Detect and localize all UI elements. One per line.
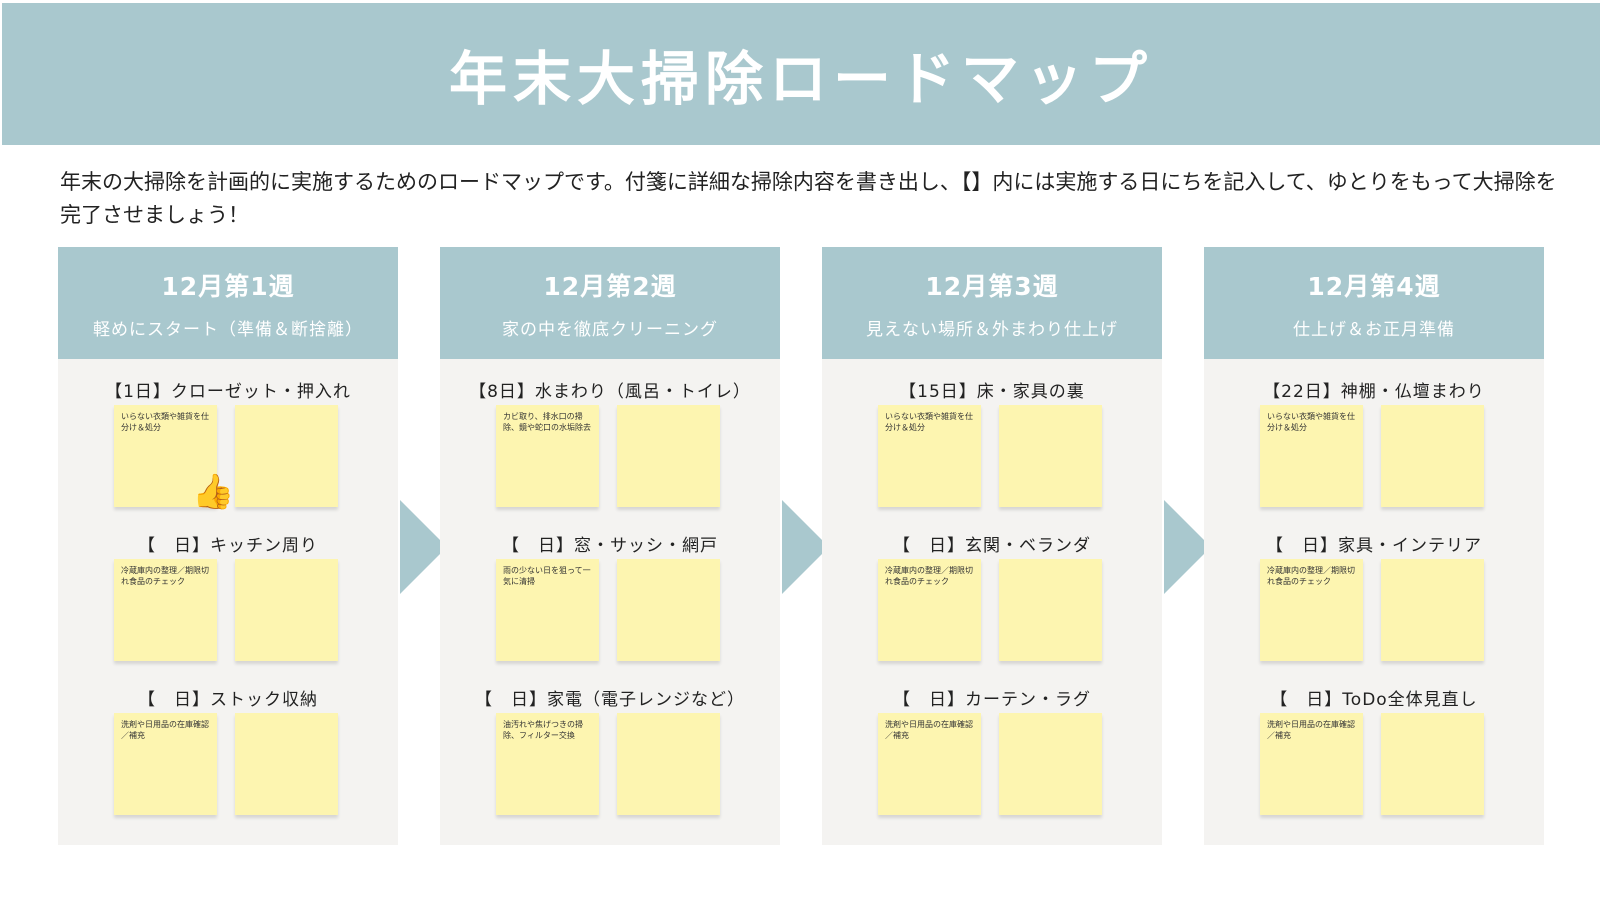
week-column-4: 12月第4週 仕上げ＆お正月準備 【22日】神棚・仏壇まわり いらない衣類や雑貨… — [1204, 247, 1544, 845]
week-label: 12月第1週 — [161, 272, 295, 301]
sticky-note-empty[interactable] — [1381, 405, 1484, 507]
sticky-note[interactable]: 冷蔵庫内の整理／期限切れ食品のチェック — [878, 559, 981, 661]
week-theme: 家の中を徹底クリーニング — [502, 320, 718, 340]
sticky-note-empty[interactable] — [1381, 559, 1484, 661]
task-title: 【 日】玄関・ベランダ — [893, 536, 1091, 556]
task-title: 【 日】ストック収納 — [138, 690, 318, 710]
task-title: 【22日】神棚・仏壇まわり — [1263, 382, 1485, 402]
task-title: 【 日】家具・インテリア — [1266, 536, 1482, 556]
task-title: 【 日】ToDo全体見直し — [1270, 690, 1478, 710]
arrow-right-icon — [1164, 500, 1211, 594]
arrow-right-icon — [400, 500, 447, 594]
task-title: 【 日】窓・サッシ・網戸 — [502, 536, 718, 556]
title-banner: 年末大掃除ロードマップ — [2, 3, 1600, 145]
week-header: 12月第3週 見えない場所＆外まわり仕上げ — [822, 247, 1162, 359]
sticky-note[interactable]: 洗剤や日用品の在庫確認／補充 — [878, 713, 981, 815]
sticky-note-empty[interactable] — [617, 713, 720, 815]
intro-text: 年末の大掃除を計画的に実施するためのロードマップです。付箋に詳細な掃除内容を書き… — [60, 170, 1557, 227]
sticky-note[interactable]: 洗剤や日用品の在庫確認／補充 — [114, 713, 217, 815]
arrow-right-icon — [782, 500, 829, 594]
task-title: 【8日】水まわり（風呂・トイレ） — [469, 382, 751, 402]
sticky-note[interactable]: 冷蔵庫内の整理／期限切れ食品のチェック — [1260, 559, 1363, 661]
task-title: 【1日】クローゼット・押入れ — [105, 382, 351, 402]
week-label: 12月第3週 — [925, 272, 1059, 301]
task-title: 【 日】キッチン周り — [138, 536, 318, 556]
thumbs-up-icon[interactable]: 👍 — [192, 472, 235, 512]
sticky-note-empty[interactable] — [617, 559, 720, 661]
sticky-note[interactable]: 油汚れや焦げつきの掃除、フィルター交換 — [496, 713, 599, 815]
sticky-note-empty[interactable] — [999, 405, 1102, 507]
week-header: 12月第1週 軽めにスタート（準備＆断捨離） — [58, 247, 398, 359]
sticky-note[interactable]: いらない衣類や雑貨を仕分け＆処分 — [114, 405, 217, 507]
page-title: 年末大掃除ロードマップ — [448, 45, 1153, 113]
week-column-1: 12月第1週 軽めにスタート（準備＆断捨離） 【1日】クローゼット・押入れ いら… — [58, 247, 398, 845]
week-label: 12月第4週 — [1307, 272, 1441, 301]
sticky-note-empty[interactable] — [617, 405, 720, 507]
task-title: 【 日】家電（電子レンジなど） — [475, 690, 745, 710]
sticky-note-empty[interactable] — [1381, 713, 1484, 815]
week-theme: 見えない場所＆外まわり仕上げ — [866, 320, 1118, 340]
week-theme: 仕上げ＆お正月準備 — [1293, 320, 1455, 340]
task-title: 【 日】カーテン・ラグ — [893, 690, 1091, 710]
sticky-note[interactable]: いらない衣類や雑貨を仕分け＆処分 — [878, 405, 981, 507]
sticky-note-empty[interactable] — [235, 713, 338, 815]
sticky-note-empty[interactable] — [999, 713, 1102, 815]
sticky-note[interactable]: 冷蔵庫内の整理／期限切れ食品のチェック — [114, 559, 217, 661]
week-label: 12月第2週 — [543, 272, 677, 301]
task-title: 【15日】床・家具の裏 — [899, 382, 1085, 402]
week-column-2: 12月第2週 家の中を徹底クリーニング 【8日】水まわり（風呂・トイレ） カビ取… — [440, 247, 780, 845]
week-header: 12月第2週 家の中を徹底クリーニング — [440, 247, 780, 359]
sticky-note[interactable]: 洗剤や日用品の在庫確認／補充 — [1260, 713, 1363, 815]
week-header: 12月第4週 仕上げ＆お正月準備 — [1204, 247, 1544, 359]
sticky-note-empty[interactable] — [999, 559, 1102, 661]
sticky-note-empty[interactable] — [235, 559, 338, 661]
sticky-note[interactable]: 雨の少ない日を狙って一気に清掃 — [496, 559, 599, 661]
sticky-note[interactable]: いらない衣類や雑貨を仕分け＆処分 — [1260, 405, 1363, 507]
week-column-3: 12月第3週 見えない場所＆外まわり仕上げ 【15日】床・家具の裏 いらない衣類… — [822, 247, 1162, 845]
sticky-note-empty[interactable] — [235, 405, 338, 507]
week-theme: 軽めにスタート（準備＆断捨離） — [93, 320, 363, 340]
sticky-note[interactable]: カビ取り、排水口の掃除、鏡や蛇口の水垢除去 — [496, 405, 599, 507]
